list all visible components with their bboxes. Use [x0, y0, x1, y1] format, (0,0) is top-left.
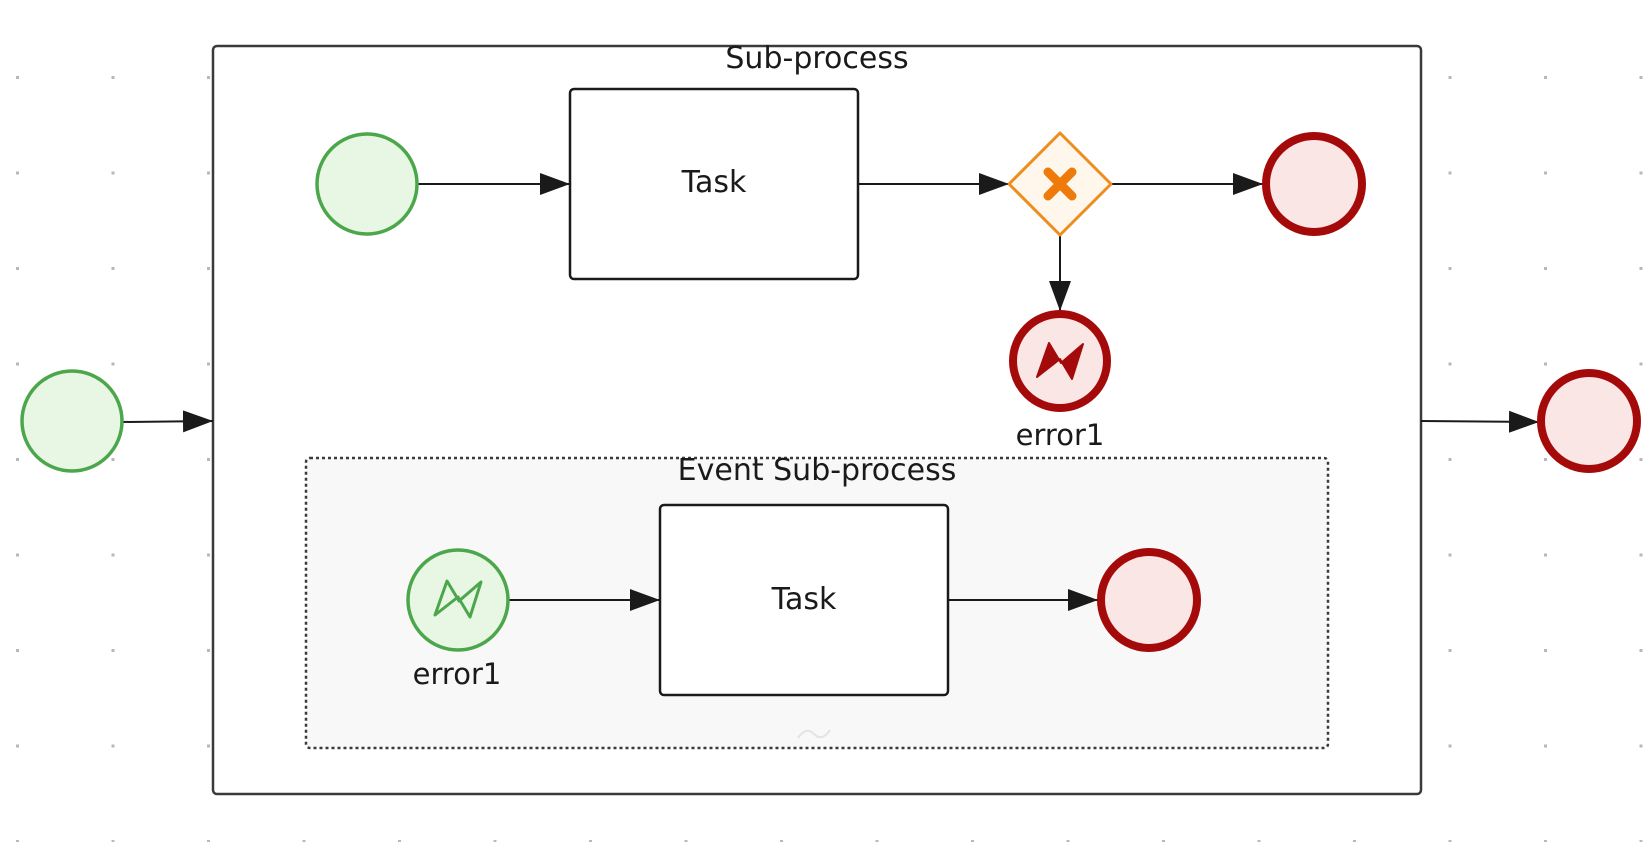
- grid-dot: [1448, 553, 1452, 557]
- grid-dot: [111, 362, 115, 366]
- subprocess-label: Sub-process: [725, 41, 908, 76]
- grid-dot: [111, 171, 115, 175]
- grid-dot: [1448, 458, 1452, 461]
- grid-dot: [207, 553, 210, 557]
- task-1[interactable]: Task: [568, 87, 860, 281]
- grid-dot: [1544, 649, 1547, 652]
- grid-dot: [1544, 171, 1547, 175]
- inner-start-event[interactable]: [315, 132, 419, 236]
- event-subprocess-label: Event Sub-process: [678, 453, 957, 488]
- grid-dot: [1544, 840, 1547, 842]
- grid-dot: [16, 553, 19, 557]
- grid-dot: [1544, 267, 1547, 270]
- grid-dot: [398, 840, 401, 842]
- grid-dot: [1544, 362, 1547, 366]
- grid-dot: [1448, 362, 1452, 366]
- grid-dot: [16, 649, 19, 652]
- grid-dot: [1639, 171, 1643, 175]
- lightning-icon: [1036, 342, 1084, 380]
- grid-dot: [16, 362, 19, 366]
- grid-dot: [1544, 744, 1547, 748]
- grid-dot: [589, 840, 592, 842]
- task-2-box: [658, 503, 950, 697]
- grid-dot: [207, 362, 210, 366]
- grid-dot: [111, 458, 115, 461]
- grid-dot: [1639, 362, 1643, 366]
- grid-dot: [207, 744, 210, 748]
- flow-start-to-subprocess[interactable]: [121, 410, 214, 433]
- grid-dot: [1639, 649, 1643, 652]
- grid-dot: [684, 840, 688, 842]
- grid-dot: [207, 267, 210, 270]
- grid-dot: [1448, 76, 1452, 79]
- grid-dot: [1066, 840, 1070, 842]
- grid-dot: [1544, 76, 1547, 79]
- outer-start-event[interactable]: [20, 369, 124, 473]
- exclusive-gateway[interactable]: [1007, 131, 1113, 237]
- sequence-flows: [121, 173, 1540, 611]
- event-subprocess-marker-icon: [797, 729, 831, 739]
- x-mark-icon: [1043, 167, 1077, 201]
- grid-dot: [16, 171, 19, 175]
- grid-dot: [1448, 744, 1452, 748]
- lightning-icon: [433, 579, 483, 619]
- grid-dot: [1639, 76, 1643, 79]
- grid-dot: [1544, 553, 1547, 557]
- grid-dot: [1448, 267, 1452, 270]
- error-end-event[interactable]: error1: [1009, 310, 1111, 452]
- grid-dot: [1448, 171, 1452, 175]
- grid-dot: [16, 744, 19, 748]
- grid-dot: [1353, 840, 1356, 842]
- grid-dot: [111, 840, 115, 842]
- grid-dot: [111, 553, 115, 557]
- error-start-event[interactable]: error1: [406, 548, 510, 691]
- grid-dot: [111, 267, 115, 270]
- grid-dot: [16, 458, 19, 461]
- task-2[interactable]: Task: [658, 503, 950, 697]
- grid-dot: [1639, 267, 1643, 270]
- task-1-box: [568, 87, 860, 281]
- grid-dot: [1448, 649, 1452, 652]
- grid-dot: [1639, 458, 1643, 461]
- grid-dot: [1639, 553, 1643, 557]
- grid-dot: [493, 840, 497, 842]
- grid-dot: [1639, 744, 1643, 748]
- grid-dot: [111, 649, 115, 652]
- grid-dot: [1544, 458, 1547, 461]
- grid-dot: [207, 171, 210, 175]
- grid-dot: [875, 840, 879, 842]
- grid-dot: [16, 267, 19, 270]
- error-start-event-label: error1: [413, 657, 502, 691]
- grid-dot: [111, 76, 115, 79]
- grid-dot: [207, 76, 210, 79]
- flow-subprocess-to-end[interactable]: [1420, 410, 1540, 433]
- grid-dot: [207, 458, 210, 461]
- event-subprocess-end-event[interactable]: [1097, 548, 1201, 652]
- grid-dot: [1639, 840, 1643, 842]
- grid-dot: [111, 744, 115, 748]
- grid-dot: [16, 76, 19, 79]
- grid-dot: [1448, 840, 1452, 842]
- grid-dot: [207, 649, 210, 652]
- grid-dot: [16, 840, 19, 842]
- outer-end-event[interactable]: [1537, 369, 1641, 473]
- inner-end-event[interactable]: [1262, 132, 1366, 236]
- task-1-label: Task: [681, 165, 747, 200]
- grid-dot: [971, 840, 974, 842]
- grid-dot: [207, 840, 210, 842]
- grid-dot: [1257, 840, 1261, 842]
- task-2-label: Task: [771, 582, 837, 617]
- grid-dot: [780, 840, 783, 842]
- grid-dot: [1162, 840, 1165, 842]
- grid-dot: [302, 840, 306, 842]
- error-end-event-label: error1: [1016, 418, 1105, 452]
